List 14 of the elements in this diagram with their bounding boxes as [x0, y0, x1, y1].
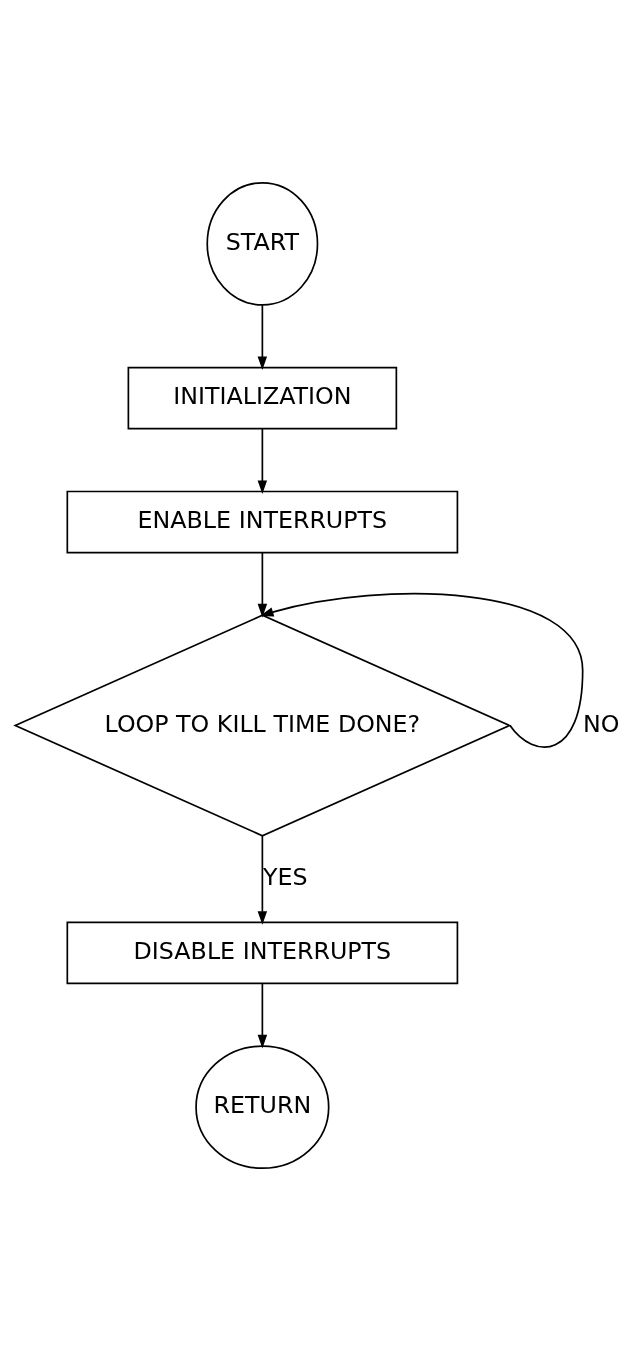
node-box: INITIALIZATION: [127, 366, 398, 430]
edge-label: NO: [583, 709, 620, 738]
arrow: [257, 551, 268, 618]
arrow: [257, 304, 268, 371]
arrow: [257, 982, 268, 1049]
edge-label: YES: [262, 863, 308, 892]
node-box: ENABLE INTERRUPTS: [66, 490, 459, 554]
node-box: DISABLE INTERRUPTS: [66, 921, 459, 985]
node-diamond: LOOP TO KILL TIME DONE?: [13, 614, 512, 837]
arrow: [259, 593, 584, 748]
arrow: [257, 835, 268, 925]
node-circle: RETURN: [195, 1045, 330, 1170]
node-circle: START: [206, 181, 319, 306]
arrow: [257, 428, 268, 494]
